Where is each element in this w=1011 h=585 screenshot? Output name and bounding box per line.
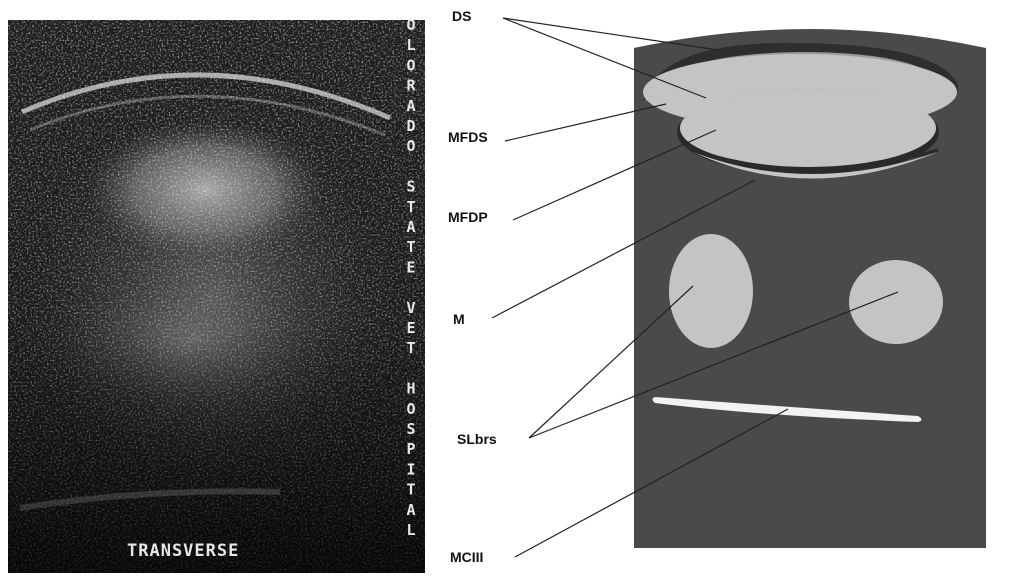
mfdp-ellipse — [680, 89, 936, 167]
hospital-text-char: A — [406, 97, 415, 115]
hospital-text-char: O — [406, 16, 415, 34]
depth-fade — [8, 20, 425, 573]
hospital-text-char: O — [406, 400, 415, 418]
hospital-text-char — [406, 359, 415, 377]
label-m: M — [453, 311, 465, 327]
hospital-text-char: T — [406, 238, 415, 256]
label-mciii: MCIII — [450, 549, 483, 565]
hospital-text-char: L — [406, 36, 415, 54]
hospital-text-char: T — [406, 198, 415, 216]
suspensory-branch-left — [669, 234, 753, 348]
leader-ds-1 — [503, 18, 718, 50]
label-slbrs: SLbrs — [457, 431, 497, 447]
hospital-text-char: A — [406, 218, 415, 236]
structure-labels: DS MFDS MFDP M SLbrs MCIII — [448, 8, 497, 565]
scan-caption: TRANSVERSE — [127, 541, 239, 561]
hospital-text-char: R — [406, 77, 416, 95]
hospital-text-char — [406, 157, 415, 175]
hospital-text-char: S — [406, 420, 415, 438]
hospital-text-char: S — [406, 178, 415, 196]
hospital-text-char: T — [406, 481, 415, 499]
hospital-text-char: L — [406, 521, 415, 539]
suspensory-branch-right — [849, 260, 943, 344]
label-ds: DS — [452, 8, 471, 24]
label-mfds: MFDS — [448, 129, 488, 145]
hospital-text-char: O — [406, 56, 415, 74]
hospital-text-char: I — [406, 460, 415, 478]
hospital-text-char — [406, 279, 415, 297]
hospital-text-char: T — [406, 339, 415, 357]
hospital-text-char: P — [406, 440, 415, 458]
hospital-text-char: D — [406, 117, 415, 135]
hospital-text-char: E — [406, 319, 415, 337]
hospital-text-char: A — [406, 501, 415, 519]
hospital-text-char: E — [406, 258, 415, 276]
label-mfdp: MFDP — [448, 209, 488, 225]
hospital-text-char: V — [406, 299, 415, 317]
ultrasound-image: TRANSVERSE — [8, 20, 425, 573]
hospital-text-char: O — [406, 137, 415, 155]
hospital-text-char: H — [406, 380, 415, 398]
schematic-diagram — [634, 29, 986, 548]
